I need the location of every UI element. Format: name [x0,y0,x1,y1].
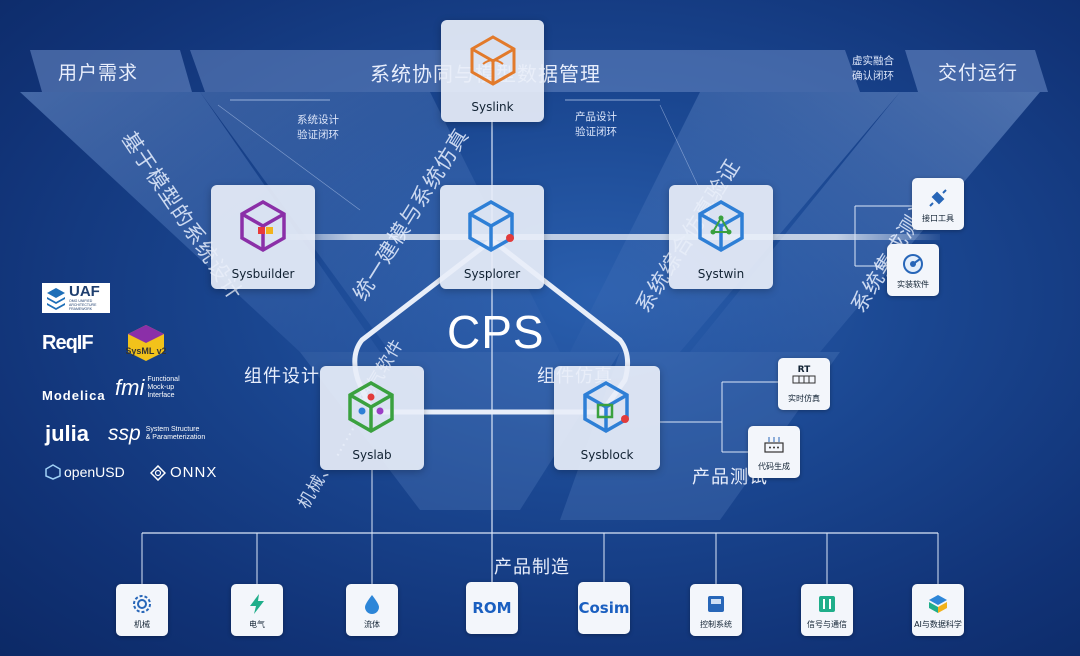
cube-stack-icon [929,595,947,613]
uaf-layers-icon [47,288,65,310]
card-syslink-label: Syslink [471,100,514,114]
gear-icon [133,595,151,613]
banner-delivery: 交付运行 [938,62,1019,84]
tool-realtime-label: 实时仿真 [788,394,820,403]
banner-user-requirements: 用户需求 [58,62,139,84]
tool-interface-label: 接口工具 [922,214,954,223]
sysbuilder-cube-icon [240,199,286,253]
tool-electrical[interactable]: 电气 [231,584,283,636]
banner-right-shape [905,50,1048,92]
onnx-shape-icon [150,464,166,481]
tool-rom-label: ROM [472,599,512,617]
tool-fluid[interactable]: 流体 [346,584,398,636]
sysml-text: SysML v2 [126,346,166,356]
tool-realtime-sim[interactable]: RT 实时仿真 [778,358,830,410]
sysplorer-cube-icon [468,199,514,253]
card-sysbuilder-label: Sysbuilder [231,267,295,281]
tool-rom[interactable]: ROM [466,582,518,634]
ssp-title: ssp [108,422,141,445]
tool-cosim-label: Cosim [578,599,630,617]
tool-signal-comm-label: 信号与通信 [807,620,847,629]
card-sysplorer[interactable]: Sysplorer [440,185,544,289]
tool-fluid-label: 流体 [364,620,380,629]
onnx-title: ONNX [170,464,218,481]
systwin-cube-icon [698,199,744,253]
ssp-subtitle: System Structure& Parameterization [145,426,206,441]
label-component-design: 组件设计 [244,366,320,387]
tool-ai-data-label: AI与数据科学 [914,620,962,629]
rt-icon: RT [789,365,819,385]
system-loop-label: 系统设计验证闭环 [297,114,339,141]
tool-ai-data[interactable]: AI与数据科学 [912,584,964,636]
fmi-title: fmi [115,375,145,400]
openusd-logo: openUSD [45,464,125,480]
tool-mechanical-label: 机械 [134,620,150,629]
ssp-logo: ssp System Structure& Parameterization [108,422,205,446]
openusd-title: openUSD [64,464,125,480]
tool-interface[interactable]: 接口工具 [912,178,964,230]
sysml-logo: SysML v2 [125,324,167,362]
lightning-icon [250,594,264,614]
onnx-logo: ONNX [150,464,217,481]
card-systwin-label: Systwin [697,267,745,281]
card-sysblock-label: Sysblock [580,448,634,462]
cps-loop [352,237,631,415]
reqif-logo: ReqIF [42,332,94,354]
openusd-cube-icon [45,464,61,480]
tool-control-system[interactable]: 控制系统 [690,584,742,636]
sysblock-cube-icon [583,380,629,434]
tool-device-software[interactable]: 实装软件 [887,244,939,296]
card-systwin[interactable]: Systwin [669,185,773,289]
syslink-cube-icon [470,35,515,86]
virtual-real-fusion-label: 虚实融合确认闭环 [852,55,894,82]
card-sysblock[interactable]: Sysblock [554,366,660,470]
rt-badge: RT [797,365,811,375]
v-band-right-outer [690,92,1040,352]
syslab-cube-icon [348,380,394,434]
plug-icon [929,189,947,207]
cps-title: CPS [447,306,545,358]
modelica-logo: Modelica [42,388,106,403]
card-sysplorer-label: Sysplorer [463,267,521,281]
uaf-title: UAF [69,283,100,300]
label-manufacturing: 产品制造 [494,557,570,578]
sysml-badge-icon: SysML v2 [125,325,167,361]
disk-icon [903,254,923,274]
card-syslab[interactable]: Syslab [320,366,424,470]
julia-logo: julia [45,421,90,446]
tool-cosim[interactable]: Cosim [578,582,630,634]
tool-signal-comm[interactable]: 信号与通信 [801,584,853,636]
tool-mechanical[interactable]: 机械 [116,584,168,636]
signal-icon [819,596,835,612]
tool-device-software-label: 实装软件 [897,280,929,289]
product-loop-label: 产品设计验证闭环 [575,111,617,138]
controller-icon [708,596,724,612]
tool-electrical-label: 电气 [249,620,265,629]
tool-control-system-label: 控制系统 [700,620,732,629]
banner-left-shape [30,50,192,92]
tool-codegen-label: 代码生成 [758,462,790,471]
tool-codegen[interactable]: 代码生成 [748,426,800,478]
card-sysbuilder[interactable]: Sysbuilder [211,185,315,289]
chip-icon [764,437,784,453]
droplet-icon [365,595,379,614]
card-syslink[interactable]: Syslink [441,20,544,122]
card-syslab-label: Syslab [352,448,392,462]
